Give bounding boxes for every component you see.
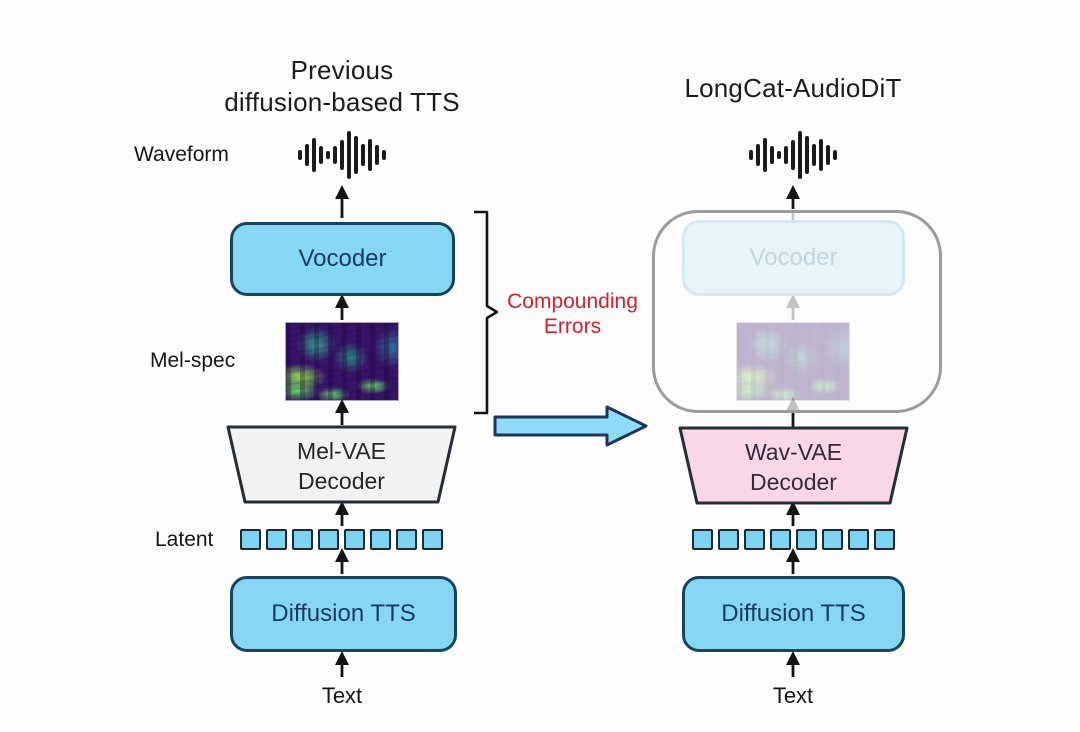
waveform-bar [319,146,323,164]
vocoder-box-label: Vocoder [298,245,387,272]
melspec-label: Mel-spec [150,349,236,372]
left-title-line1: Previous [290,55,394,85]
latent-square [874,529,895,550]
right-latent-squares [692,529,895,550]
waveform-bar [812,144,816,166]
waveform-bar [347,131,351,179]
waveform-bar [326,151,330,159]
latent-square [266,529,287,550]
latent-label: Latent [155,528,214,551]
mel-vae-decoder-line2: Decoder [298,468,385,495]
ghost-vocoder-box: Vocoder [682,220,905,296]
waveform-bar [340,140,344,170]
mel-vae-decoder-line1: Mel-VAE [296,438,387,464]
left-panel-title: Previous diffusion-based TTS [192,55,492,118]
waveform-bar [375,145,379,165]
waveform-bar [382,150,386,160]
waveform-bar [763,138,767,172]
right-text-input-label: Text [772,683,814,708]
latent-square [822,529,843,550]
compounding-errors-annotation: Compounding Errors [490,289,655,339]
latent-square [692,529,713,550]
ghost-mel-spectrogram-image [736,322,850,401]
wav-vae-decoder-line1: Wav-VAE [744,439,843,465]
latent-square [344,529,365,550]
waveform-bar [361,144,365,166]
waveform-bar [770,146,774,164]
waveform-bar [333,146,337,164]
latent-square [718,529,739,550]
latent-square [796,529,817,550]
compounding-errors-line1: Compounding [507,290,638,313]
wav-vae-decoder-line2: Decoder [750,469,837,496]
waveform-icon [298,129,386,181]
waveform-bar [798,131,802,179]
transition-arrow [493,405,648,447]
waveform-bar [777,151,781,159]
wav-vae-decoder-label: Wav-VAE Decoder [680,437,907,498]
latent-square [770,529,791,550]
latent-square [422,529,443,550]
mel-spectrogram-image [285,322,399,401]
right-panel-title: LongCat-AudioDiT [684,73,902,103]
waveform-bar [368,139,372,171]
mel-vae-decoder-label: Mel-VAE Decoder [228,436,455,497]
latent-square [744,529,765,550]
vocoder-box: Vocoder [230,222,455,296]
latent-square [396,529,417,550]
waveform-bar [354,136,358,174]
waveform-bar [833,150,837,160]
waveform-icon-right [749,129,837,181]
waveform-bar [826,145,830,165]
compounding-errors-line2: Errors [543,315,602,339]
latent-square [292,529,313,550]
waveform-bar [305,144,309,166]
waveform-bar [312,138,316,172]
left-latent-squares [240,529,443,550]
waveform-bar [749,150,753,160]
left-diffusion-tts-box: Diffusion TTS [230,576,457,652]
latent-square [370,529,391,550]
waveform-label: Waveform [134,143,229,166]
left-diffusion-tts-label: Diffusion TTS [271,600,416,627]
waveform-bar [756,144,760,166]
waveform-bar [784,146,788,164]
right-diffusion-tts-box: Diffusion TTS [682,576,905,652]
latent-square [318,529,339,550]
latent-square [848,529,869,550]
removed-components-container [652,210,942,413]
waveform-bar [819,139,823,171]
waveform-bar [791,140,795,170]
left-title-line2: diffusion-based TTS [224,86,460,117]
latent-square [240,529,261,550]
waveform-bar [805,136,809,174]
waveform-bar [298,150,302,160]
ghost-vocoder-label: Vocoder [749,244,838,271]
right-diffusion-tts-label: Diffusion TTS [721,600,866,627]
left-text-input-label: Text [321,683,363,708]
